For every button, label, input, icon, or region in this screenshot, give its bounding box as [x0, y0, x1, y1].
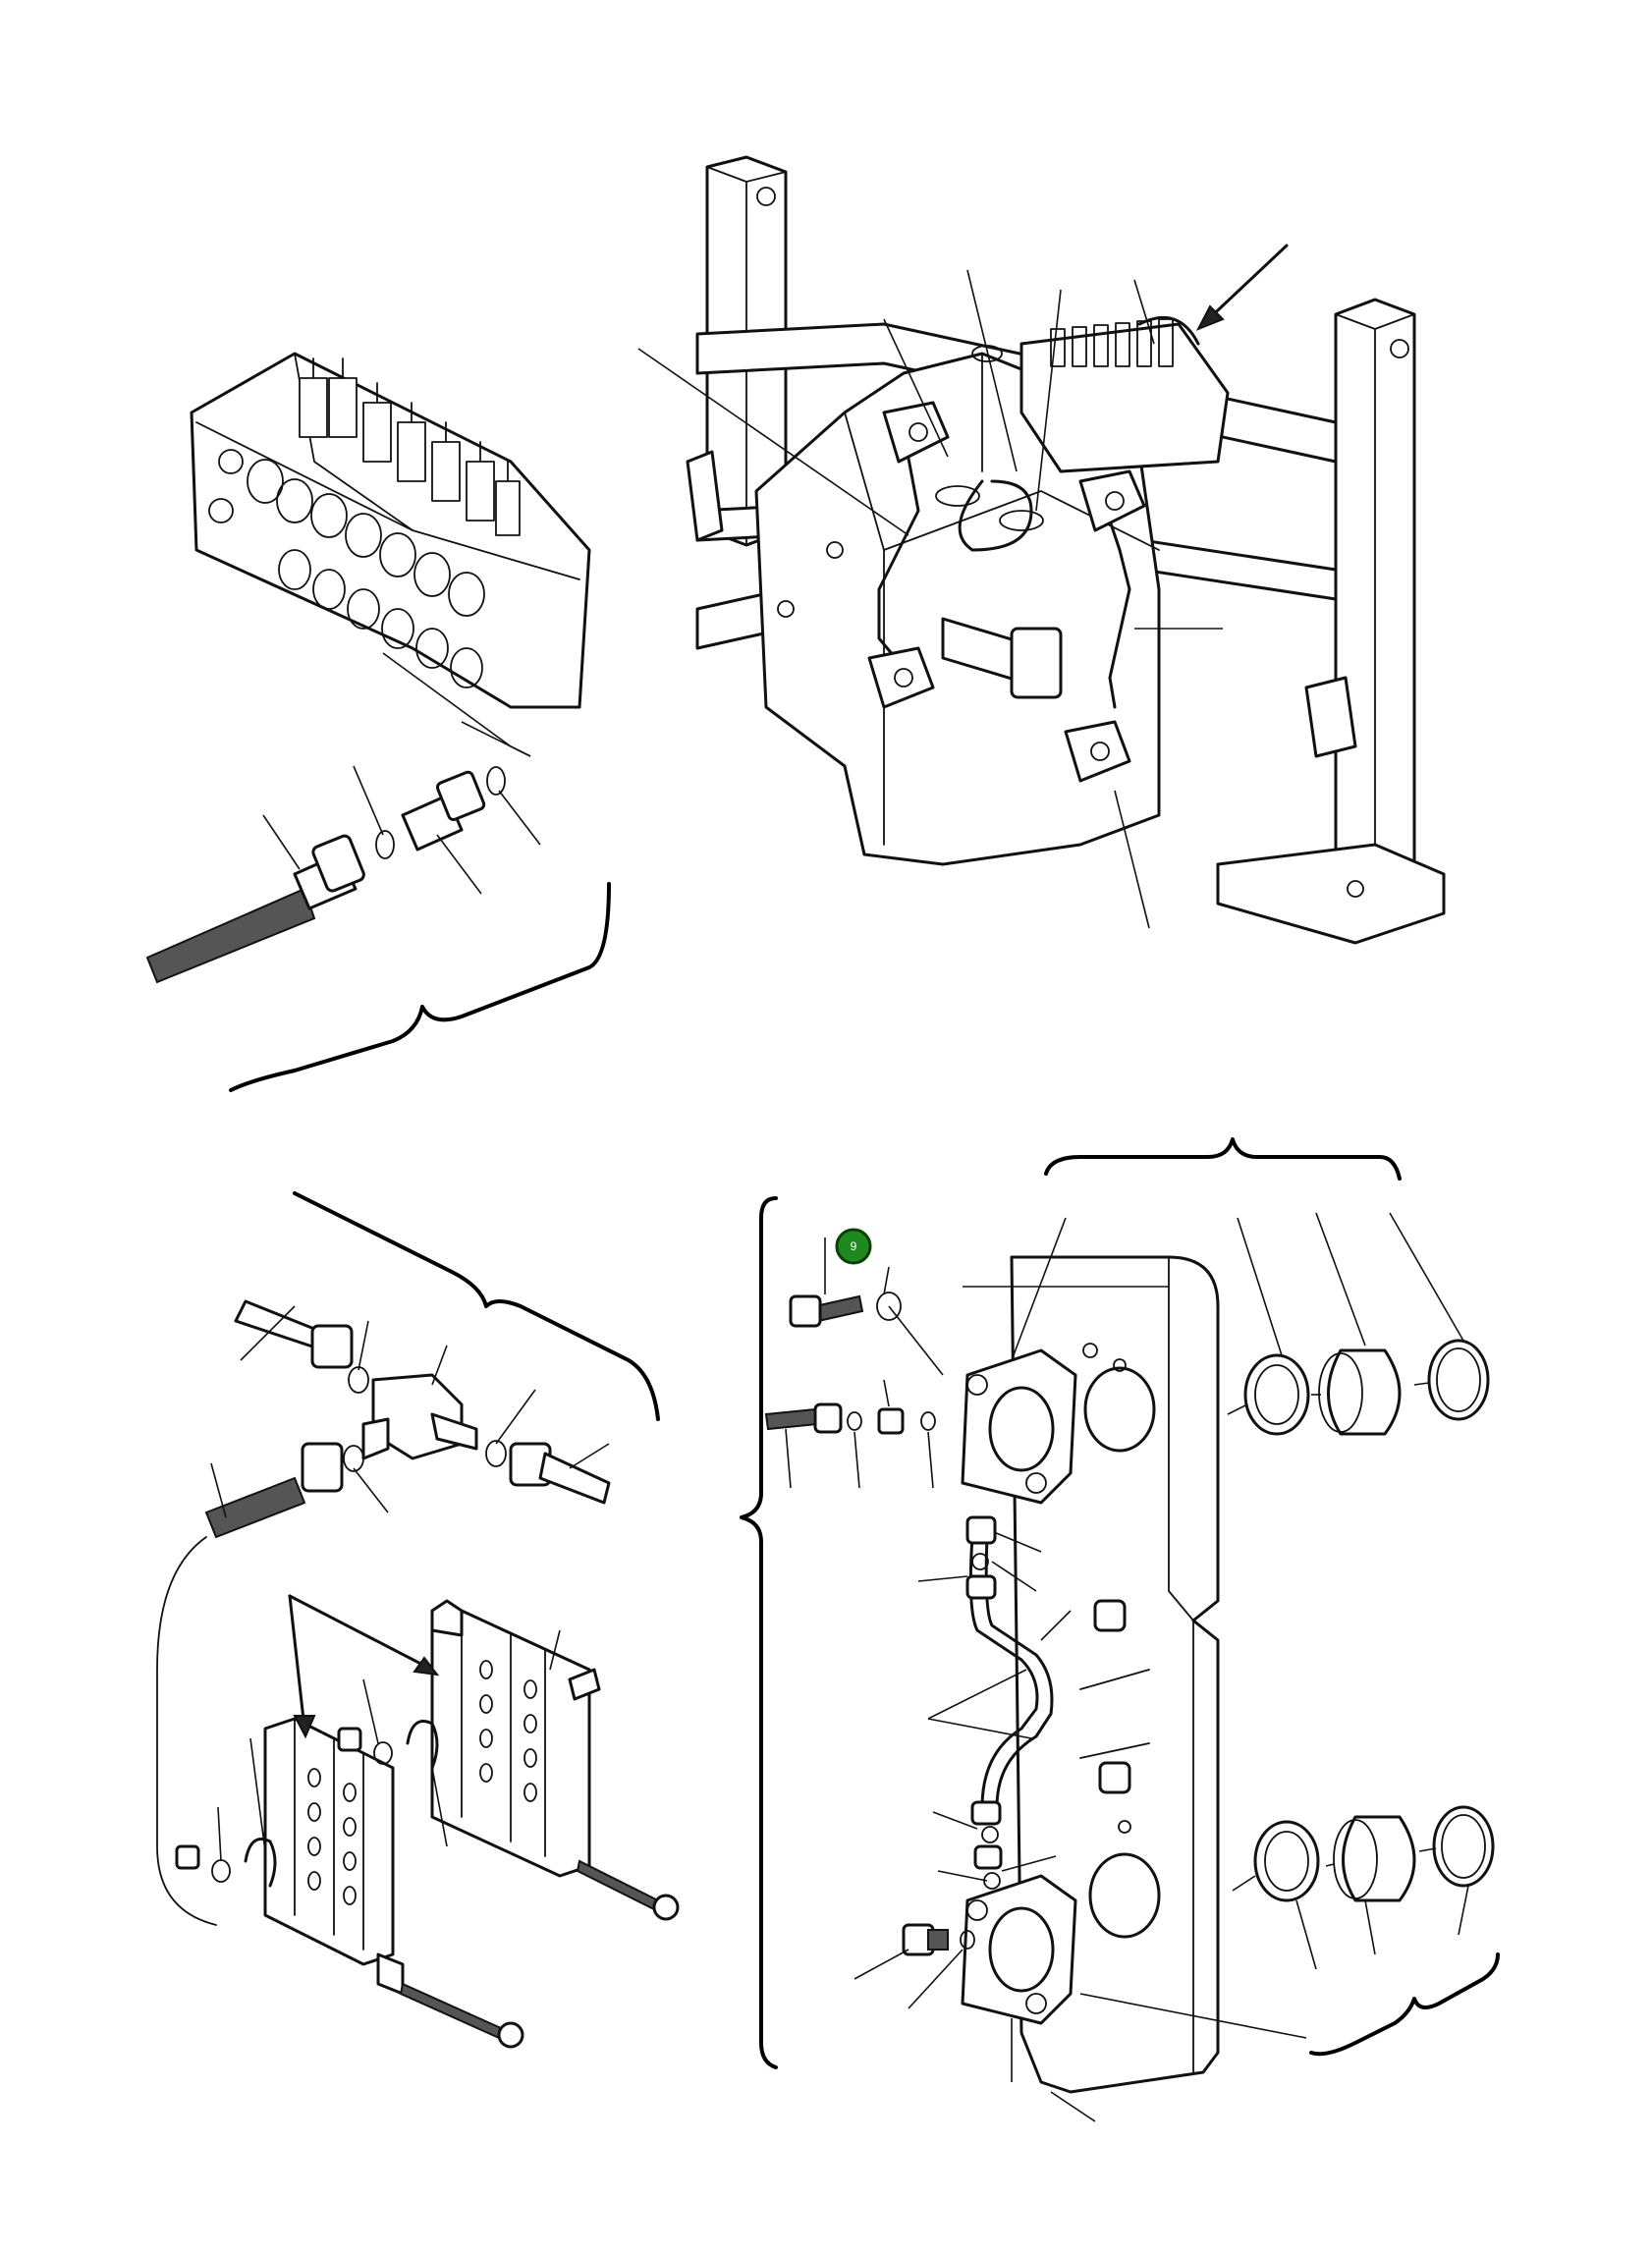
brace-left-right: [740, 1196, 778, 2069]
tee-fitting-group: [156, 1299, 611, 1926]
callout-9-label: 9: [851, 1239, 857, 1253]
mounting-plate-assembly: [764, 1212, 1495, 2122]
brace-mid-left: [293, 1191, 660, 1421]
callout-9[interactable]: 9: [835, 1228, 872, 1265]
brace-top-right: [1044, 1137, 1402, 1181]
brace-bottom-right: [1309, 1952, 1500, 2057]
mast-frame-assembly: [637, 155, 1446, 945]
pipe-clamp-group: [175, 1594, 680, 2049]
control-valve-assembly: [190, 352, 591, 757]
hose-fitting-group-top: [145, 765, 541, 984]
brace-top-left: [229, 882, 611, 1092]
